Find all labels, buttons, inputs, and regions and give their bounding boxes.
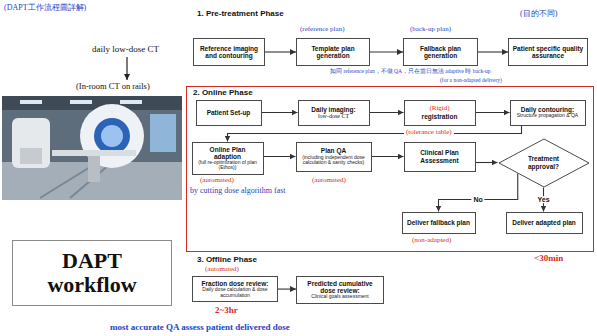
flow-arrow bbox=[478, 51, 508, 52]
annotation-text: (automated) bbox=[205, 266, 239, 274]
annotation-text: (back-up plan) bbox=[410, 26, 451, 34]
annotation-text: (for a non-adapted delivery) bbox=[440, 77, 502, 83]
phase-heading: 3. Offline Phase bbox=[197, 256, 257, 265]
box-title: Fraction dose review: bbox=[202, 280, 269, 287]
room-ceiling bbox=[2, 96, 182, 110]
process-box: Deliver fallback plan bbox=[402, 212, 476, 234]
process-box: Deliver adapted plan bbox=[506, 212, 583, 234]
box-title: DAPT workflow bbox=[37, 249, 147, 297]
process-box: DAPT workflow bbox=[12, 240, 172, 306]
annotation-text: 如同 reference plan，不做 QA，只在當日無法 adaptive … bbox=[330, 68, 490, 74]
flow-arrow bbox=[370, 51, 403, 52]
phase-region: 2. Online PhasePatient Set-up Daily imagi… bbox=[186, 86, 594, 252]
ceiling-light bbox=[70, 100, 92, 104]
annotation-text: most accurate QA assess patient delivere… bbox=[110, 323, 290, 333]
process-box: Online Plan adaption(full re-optimizatio… bbox=[192, 142, 264, 175]
box-title: Patient specific quality assurance bbox=[512, 45, 584, 59]
linac-head bbox=[20, 148, 42, 164]
flow-arrow bbox=[439, 174, 518, 212]
ct-room-photo bbox=[2, 96, 182, 200]
room-wall bbox=[2, 96, 182, 200]
annotation-text: <30min bbox=[534, 254, 563, 264]
flow-arrow bbox=[370, 112, 404, 113]
box-title: Daily imaging: bbox=[311, 106, 355, 113]
process-box: Reference imaging and contouring bbox=[193, 38, 265, 66]
box-title: Patient Set-up bbox=[207, 109, 251, 116]
diamond-shape bbox=[499, 139, 589, 187]
flow-arrow bbox=[265, 51, 296, 52]
box-detail: registration bbox=[422, 113, 458, 120]
box-title: Deliver adapted plan bbox=[512, 219, 576, 226]
box-title: Treatment approval? bbox=[516, 155, 572, 169]
ceiling-light bbox=[120, 100, 142, 104]
process-box: Daily contouring:Structure propagation &… bbox=[510, 100, 586, 126]
box-title: Online Plan adaption bbox=[196, 146, 260, 160]
annotation-text: (目的不同) bbox=[520, 10, 557, 19]
box-detail: low-dose CT bbox=[318, 113, 349, 120]
box-detail: Clinical goals assessment bbox=[311, 294, 369, 300]
flow-arrow bbox=[264, 156, 296, 157]
box-title: Plan QA bbox=[321, 147, 346, 154]
annotation-text: (tolerance table) bbox=[404, 129, 454, 137]
box-title: Fallback plan generation bbox=[407, 45, 474, 59]
process-box: Daily imaging:low-dose CT bbox=[298, 100, 370, 126]
process-box: Patient Set-up bbox=[196, 100, 262, 126]
flow-arrow bbox=[228, 126, 522, 142]
box-title: Daily contouring: bbox=[521, 106, 574, 113]
box-title: Reference imaging and contouring bbox=[197, 45, 261, 59]
annotation-text: (reference plan) bbox=[300, 26, 345, 34]
process-box: Clinical Plan Assessment bbox=[404, 142, 476, 172]
box-title: (Rigid) bbox=[429, 105, 449, 113]
wall-screen bbox=[150, 114, 176, 152]
ceiling-light bbox=[20, 100, 42, 104]
flow-arrow bbox=[372, 156, 404, 157]
edge-label: Yes bbox=[535, 196, 551, 204]
flow-arrow bbox=[278, 289, 296, 290]
box-detail: (including independent dose calculation … bbox=[300, 155, 368, 166]
phase-heading: 1. Pre-treatment Phase bbox=[197, 10, 284, 19]
annotation-text: (automated) bbox=[312, 177, 346, 185]
process-box: Plan QA(including independent dose calcu… bbox=[296, 142, 372, 172]
annotation-text: (non-adapted) bbox=[412, 237, 451, 245]
treatment-couch bbox=[52, 150, 136, 156]
box-detail: Daily dose calculation & dose accumulati… bbox=[196, 287, 274, 298]
box-detail: Structure propagation & QA bbox=[517, 113, 578, 119]
annotation-text: daily low-dose CT bbox=[92, 45, 159, 55]
couch-base bbox=[88, 156, 100, 182]
annotation-arrow bbox=[126, 57, 127, 80]
flow-arrow bbox=[476, 112, 510, 113]
annotation-text: (automated) bbox=[200, 177, 234, 185]
annotation-text: (In-room CT on rails) bbox=[76, 82, 150, 91]
box-title: Template plan generation bbox=[300, 45, 366, 59]
annotation-text: 2~3hr bbox=[215, 306, 238, 316]
ct-rail bbox=[40, 164, 95, 198]
process-box: Fallback plan generation bbox=[403, 38, 478, 66]
annotation-text: by cutting dose algorithm fast bbox=[190, 187, 302, 196]
box-detail: (full re-optimization of plan (Ethos)) bbox=[196, 160, 260, 171]
process-box: Predicted cumulative dose review:Clinica… bbox=[296, 276, 384, 304]
process-box: Patient specific quality assurance bbox=[508, 38, 588, 66]
phase-heading: 2. Online Phase bbox=[193, 89, 253, 98]
process-box: (Rigid)registration bbox=[404, 100, 476, 126]
box-title: Clinical Plan Assessment bbox=[408, 149, 472, 163]
ct-bore-light bbox=[101, 125, 123, 147]
process-box: Template plan generation bbox=[296, 38, 370, 66]
edge-label: No bbox=[471, 196, 484, 204]
decision-diamond: Treatment approval? bbox=[498, 138, 590, 188]
annotation-text: (DAPT工作流程圖詳解) bbox=[4, 4, 86, 13]
process-box: Fraction dose review:Daily dose calculat… bbox=[192, 276, 278, 302]
flow-arrow bbox=[262, 112, 298, 113]
ct-bore bbox=[94, 118, 130, 154]
box-title: Deliver fallback plan bbox=[407, 219, 470, 226]
box-title: Predicted cumulative dose review: bbox=[300, 280, 380, 294]
linac-gantry bbox=[12, 118, 50, 168]
flow-arrow bbox=[476, 162, 498, 163]
